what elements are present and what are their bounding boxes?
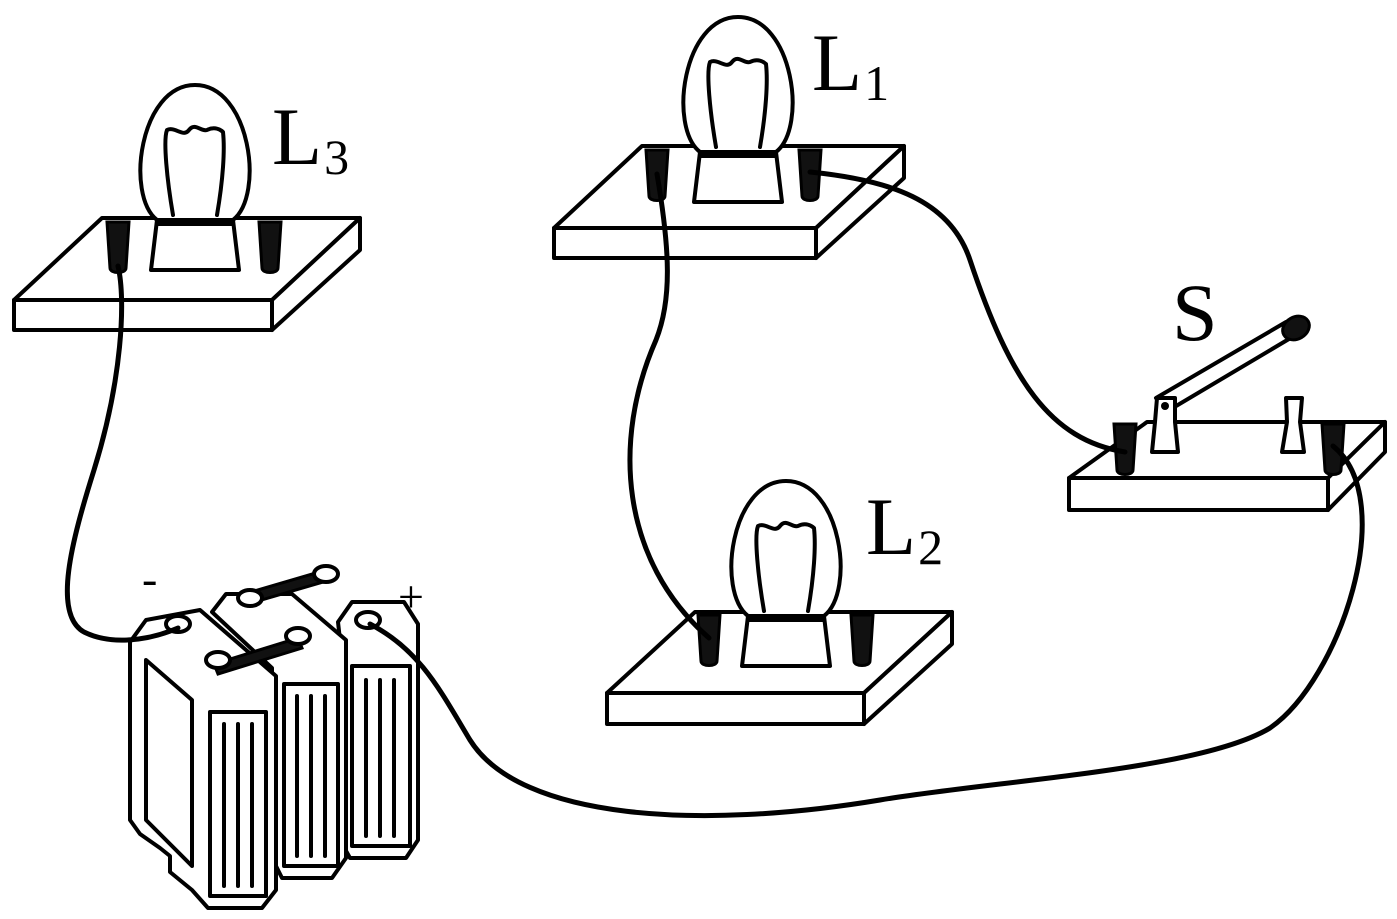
label-battery-plus: + — [398, 571, 424, 622]
label-l1: L1 — [812, 22, 889, 109]
wire-l1-to-l2 — [627, 171, 712, 641]
label-battery-minus: - — [142, 553, 158, 604]
label-l3-subscript: 3 — [324, 129, 350, 185]
label-switch-s: S — [1172, 267, 1218, 358]
label-l2: L2 — [866, 486, 943, 573]
wire-battery-minus-to-l3 — [64, 263, 181, 643]
lamp-l1-board — [552, 144, 906, 260]
lamp-l3-terminal-right — [257, 220, 283, 274]
label-l3: L3 — [272, 96, 349, 183]
label-l1-letter: L — [812, 17, 863, 108]
label-l2-subscript: 2 — [918, 519, 944, 575]
switch-s-lever — [1150, 314, 1311, 454]
lamp-l2-bulb — [729, 479, 843, 668]
wire-switch-to-battery-plus — [367, 443, 1365, 819]
battery — [128, 564, 420, 910]
label-l1-subscript: 1 — [864, 55, 890, 111]
lamp-l3-bulb — [138, 83, 252, 272]
label-l3-letter: L — [272, 91, 323, 182]
lamp-l1-bulb — [681, 15, 795, 204]
label-l2-letter: L — [866, 481, 917, 572]
switch-s-board — [1067, 420, 1387, 512]
lamp-l2-terminal-right — [849, 613, 875, 667]
wire-l1-to-switch — [807, 169, 1128, 455]
